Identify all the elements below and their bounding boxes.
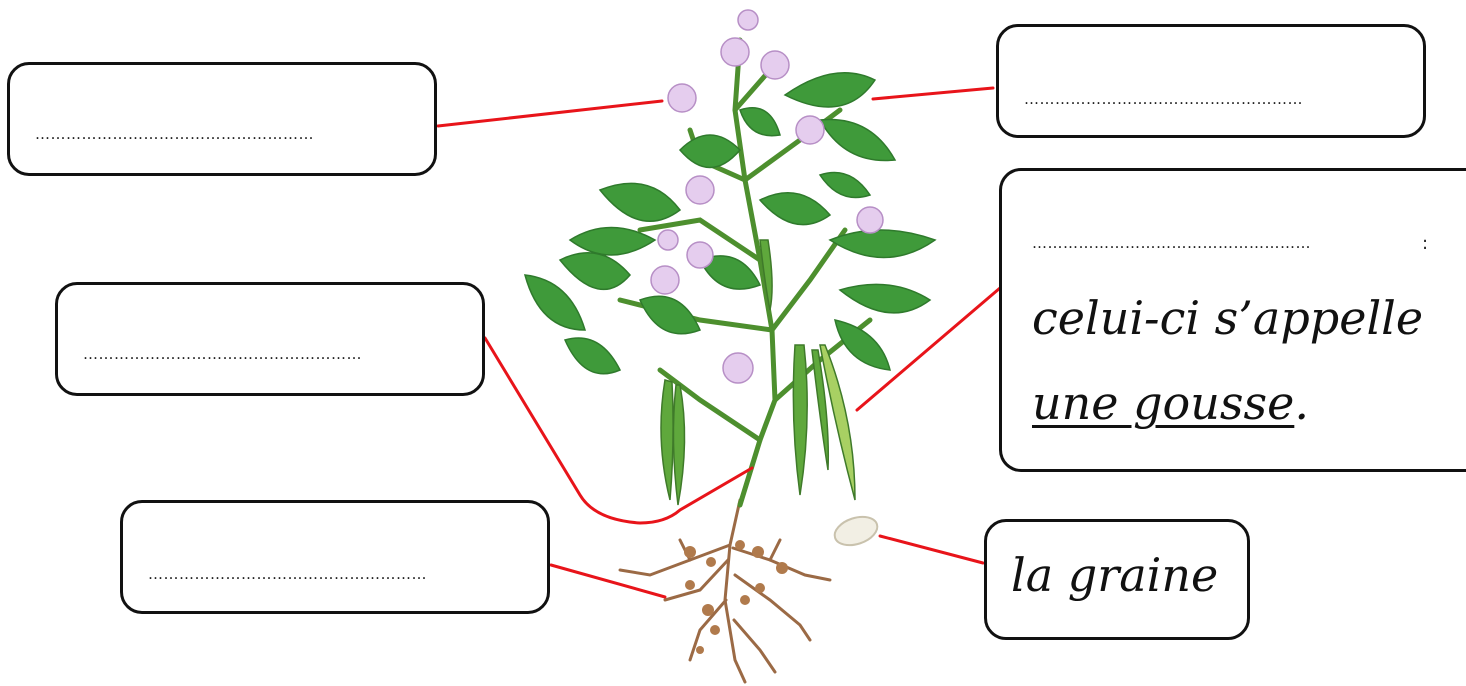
label-box-pod: ……………………………………………… : celui-ci s’appelle … [999, 168, 1466, 472]
pod-name-underlined: une gousse [1032, 376, 1295, 430]
roots [618, 498, 832, 684]
seed-label: la graine [1011, 548, 1219, 602]
answer-line-middle-left[interactable]: ……………………………………………… [83, 345, 362, 363]
connectors [436, 86, 1002, 599]
root-nodules [684, 540, 788, 654]
leaves [523, 71, 937, 375]
answer-line-top-right[interactable]: ……………………………………………… [1024, 90, 1303, 108]
connector-bottom-left [549, 563, 667, 599]
answer-line-pod[interactable]: ……………………………………………… [1032, 234, 1311, 252]
label-box-middle-left: ……………………………………………… [55, 282, 485, 396]
connector-pod [855, 286, 1002, 412]
colon: : [1422, 233, 1429, 254]
pod-description-line1: celui-ci s’appelle [1032, 291, 1424, 345]
stems [617, 37, 873, 508]
label-box-top-right: ……………………………………………… [996, 24, 1426, 138]
label-box-top-left: ……………………………………………… [7, 62, 437, 176]
connector-seed [878, 534, 985, 565]
answer-line-bottom-left[interactable]: ……………………………………………… [148, 565, 427, 583]
connector-middle-left [483, 336, 754, 525]
answer-line-top-left[interactable]: ……………………………………………… [35, 125, 314, 143]
connector-top-right [871, 86, 995, 101]
label-box-bottom-left: ……………………………………………… [120, 500, 550, 614]
seed-illustration [833, 515, 879, 547]
bean-pods [660, 239, 856, 506]
connector-top-left [436, 99, 664, 128]
pod-name-period: . [1294, 376, 1309, 430]
label-box-seed: la graine [984, 519, 1250, 640]
flowers [650, 9, 884, 384]
